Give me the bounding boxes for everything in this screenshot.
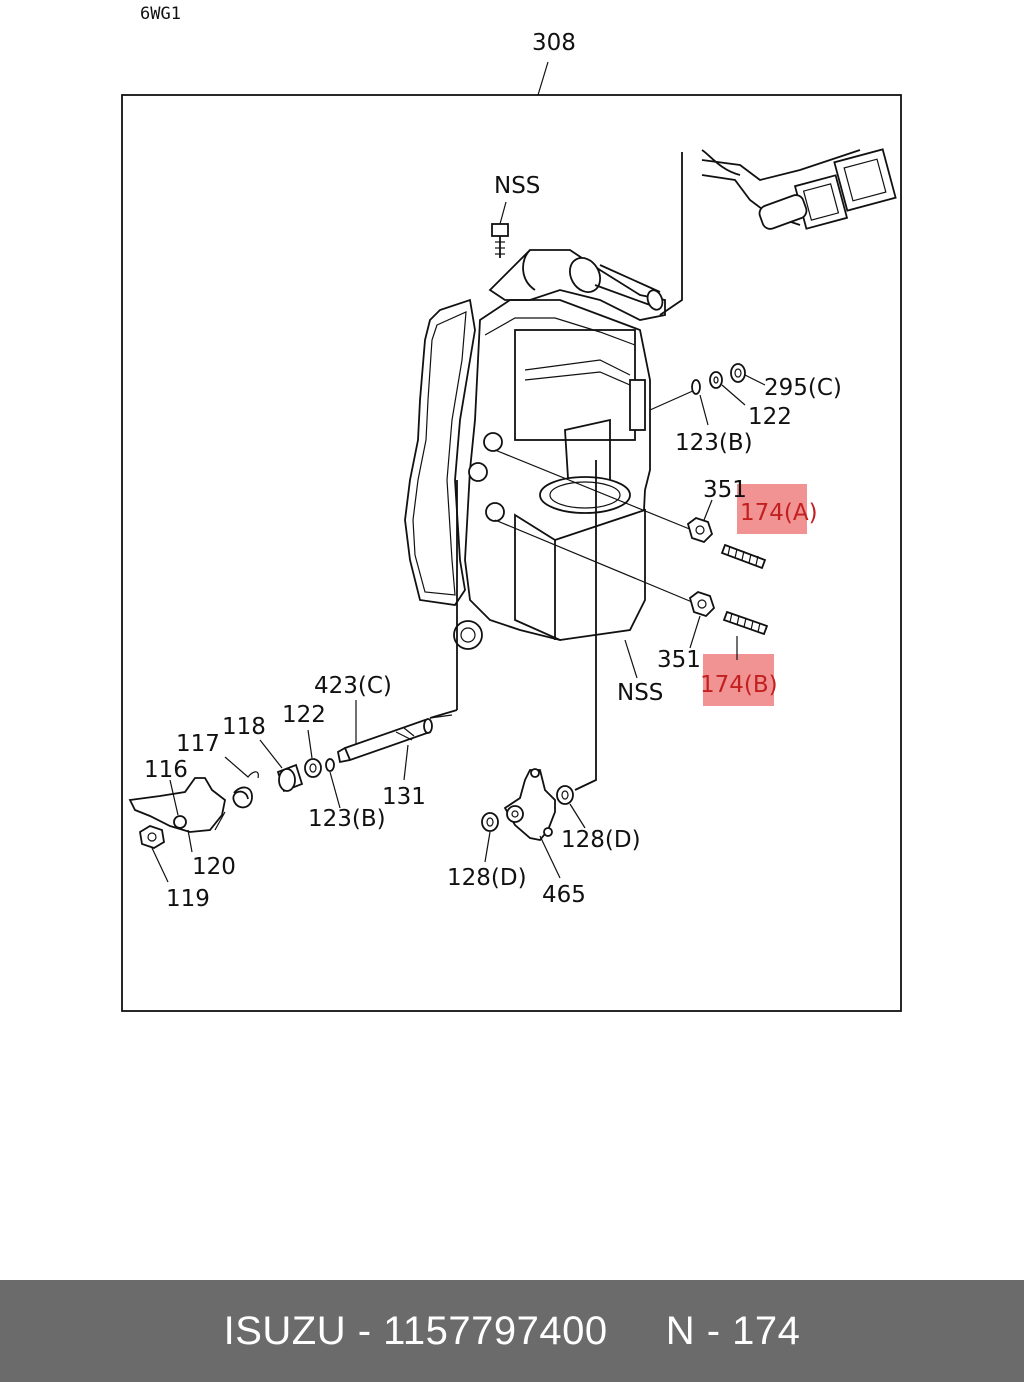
label-nss-top: NSS	[494, 173, 540, 199]
label-120: 120	[192, 854, 236, 880]
solenoid-housing-drawing	[404, 249, 666, 791]
label-351-bottom: 351	[657, 647, 701, 673]
label-123b-right: 123(B)	[675, 430, 753, 456]
bracket-465-drawing	[481, 768, 586, 879]
label-128d-right: 128(D)	[561, 827, 641, 853]
label-128d-left: 128(D)	[447, 865, 527, 891]
wire-harness-connector-drawing	[659, 148, 897, 316]
label-123b-left: 123(B)	[308, 806, 386, 832]
footer-bar: ISUZU - 1157797400 N - 174	[0, 1280, 1024, 1382]
shaft-parts-drawing	[128, 700, 453, 883]
diagram-frame	[121, 94, 902, 1012]
right-small-parts-drawing	[494, 363, 769, 679]
label-308: 308	[532, 30, 576, 56]
label-174a: 174(A)	[740, 500, 818, 526]
label-295c: 295(C)	[764, 375, 842, 401]
label-423c: 423(C)	[314, 673, 392, 699]
label-119: 119	[166, 886, 210, 912]
label-nss-bottom: NSS	[617, 680, 663, 706]
label-117: 117	[176, 731, 220, 757]
label-118: 118	[222, 714, 266, 740]
label-351-top: 351	[703, 477, 747, 503]
label-122-left: 122	[282, 702, 326, 728]
label-174b: 174(B)	[700, 672, 778, 698]
label-116: 116	[144, 757, 188, 783]
label-122-right: 122	[748, 404, 792, 430]
exploded-parts-diagram: 308 NSS 295(C) 122 123(B) 351 174(A) 351…	[121, 30, 902, 1012]
label-465: 465	[542, 882, 586, 908]
page-code: 6WG1	[140, 4, 181, 24]
nss-bolt-drawing	[491, 201, 509, 258]
footer-part-reference: ISUZU - 1157797400 N - 174	[223, 1308, 801, 1353]
highlight-174a	[737, 484, 807, 534]
highlight-174b	[703, 654, 774, 706]
label-131: 131	[382, 784, 426, 810]
